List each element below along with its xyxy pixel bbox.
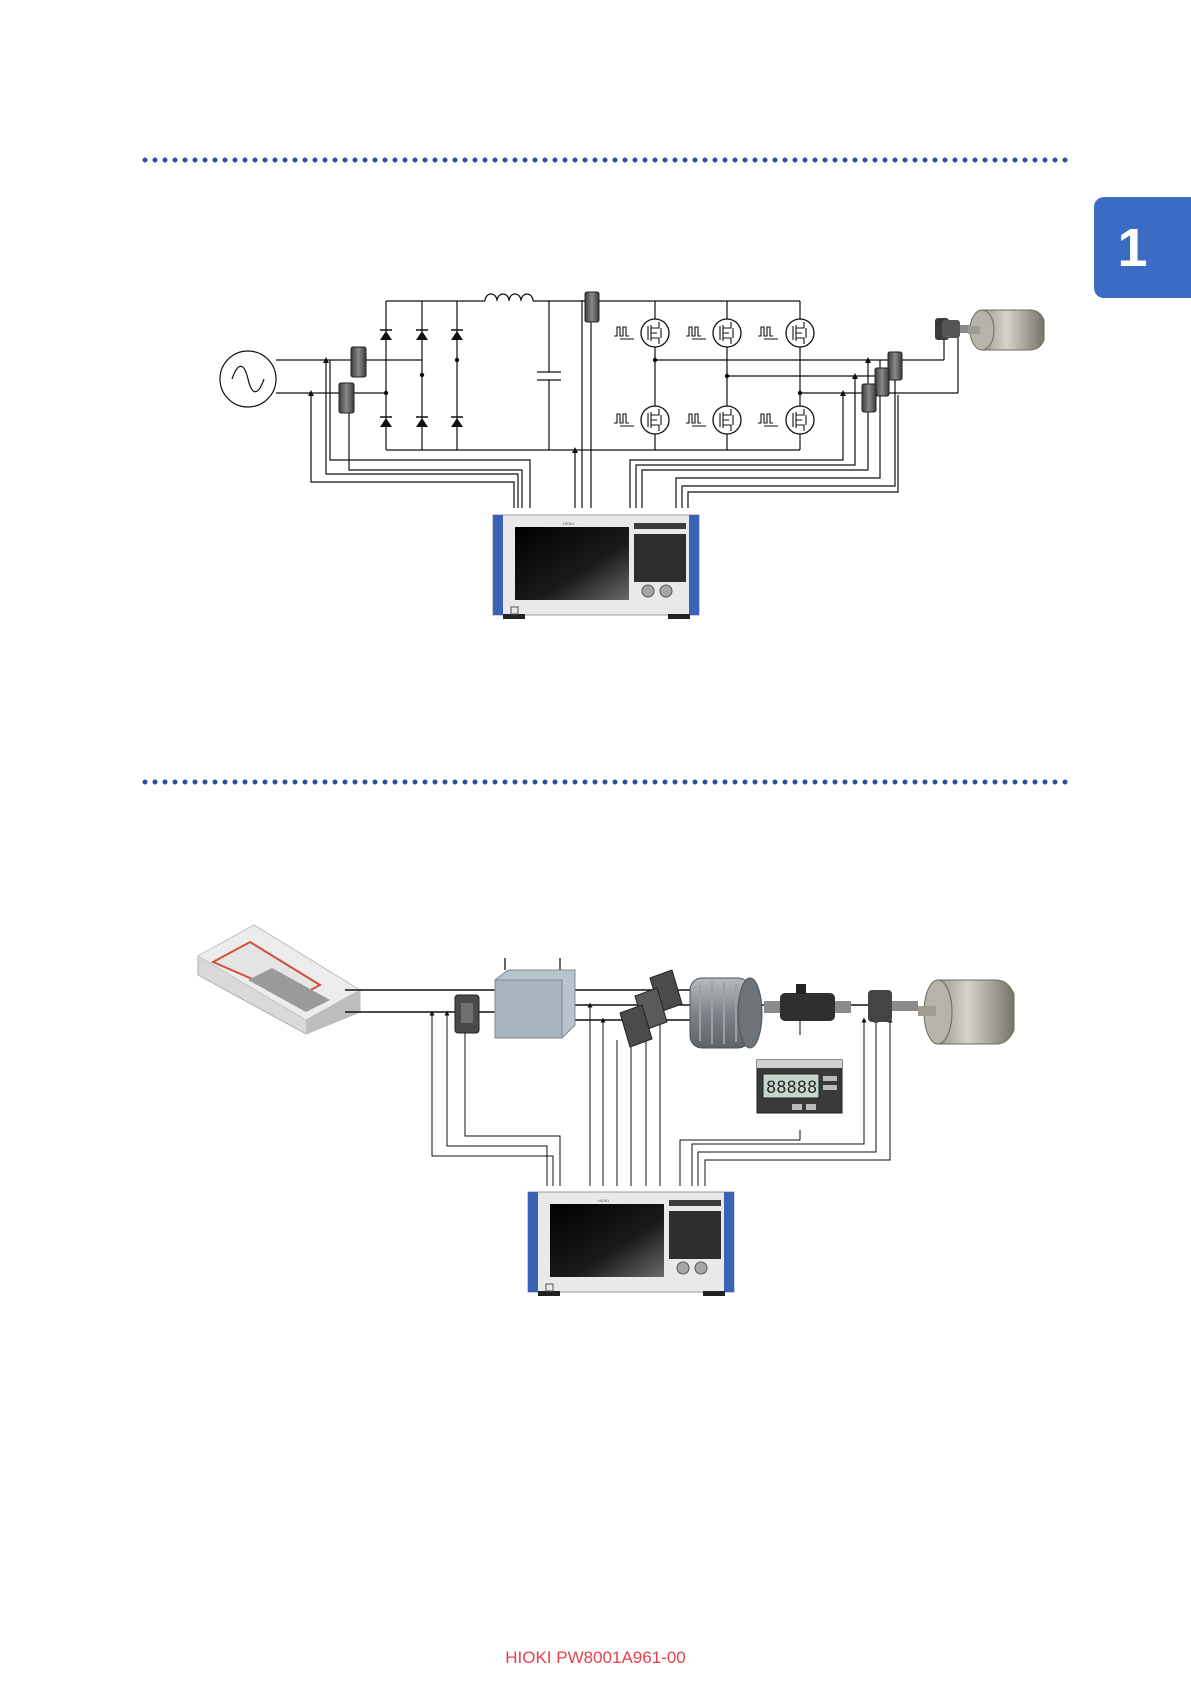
encoder-icon xyxy=(868,990,918,1022)
document-code: HIOKI PW8001A961-00 xyxy=(0,1648,1191,1668)
motor-icon xyxy=(918,980,1014,1044)
current-sensor-icon xyxy=(620,970,682,1047)
motor-icon xyxy=(690,978,762,1048)
current-sensor-icon xyxy=(455,995,479,1033)
torque-meter-icon xyxy=(764,984,851,1021)
battery-pack-icon xyxy=(198,925,360,1034)
display-unit-icon: 88888 xyxy=(757,1060,842,1113)
power-analyzer-icon[interactable] xyxy=(528,1192,734,1296)
instrument-brand-2: HIOKI xyxy=(598,1198,609,1203)
inverter-icon xyxy=(495,958,575,1038)
ev-drive-measurement-diagram: 88888 xyxy=(0,0,1191,1340)
svg-text:88888: 88888 xyxy=(766,1078,817,1098)
